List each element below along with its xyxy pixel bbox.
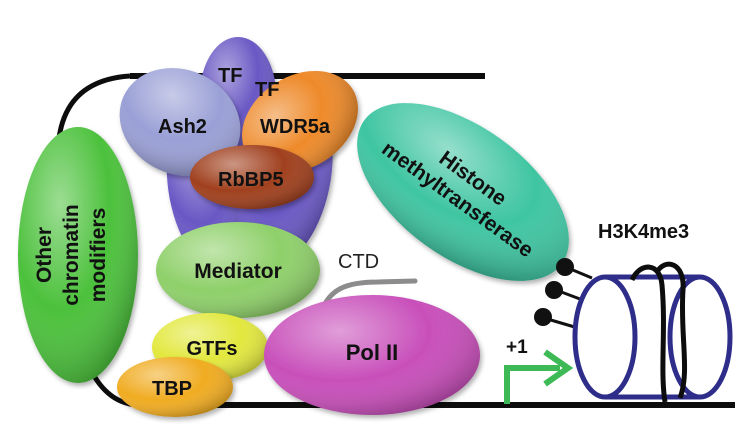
label-mediator: Mediator — [194, 260, 282, 283]
methyl-mark-icon — [534, 308, 552, 326]
label-h3k4me3: H3K4me3 — [598, 221, 689, 243]
label-ash2: Ash2 — [158, 116, 207, 138]
label-modifiers: modifiers — [87, 208, 110, 303]
label-other: Other — [33, 227, 56, 283]
methyl-mark-icon — [556, 258, 574, 276]
methyl-mark-icon — [545, 281, 563, 299]
label-ctd: CTD — [338, 251, 379, 273]
label-rbbp5: RbBP5 — [218, 169, 284, 191]
histone-methyltransferase-protein — [357, 103, 569, 281]
tss-arrow — [504, 349, 574, 404]
methyl-marks — [534, 258, 593, 330]
other-chromatin-modifiers-protein — [18, 127, 138, 383]
pol-ii-protein — [264, 295, 480, 415]
label-tbp: TBP — [152, 378, 192, 400]
rbbp5-protein — [190, 145, 314, 209]
label-pol-ii: Pol II — [346, 340, 399, 365]
mediator-protein — [156, 222, 320, 318]
label-wdr5a: WDR5a — [260, 116, 331, 138]
dna-wrap — [654, 261, 688, 399]
label-gtfs: GTFs — [186, 338, 237, 360]
dna-wrap — [629, 264, 668, 403]
tbp-protein — [117, 357, 233, 417]
ash2-protein — [119, 68, 241, 176]
label-tf-1: TF — [218, 65, 242, 87]
nucleosome — [572, 261, 733, 403]
label-tf-2: TF — [255, 79, 279, 101]
label-chromatin: chromatin — [60, 204, 83, 306]
label-tss: +1 — [506, 337, 528, 358]
